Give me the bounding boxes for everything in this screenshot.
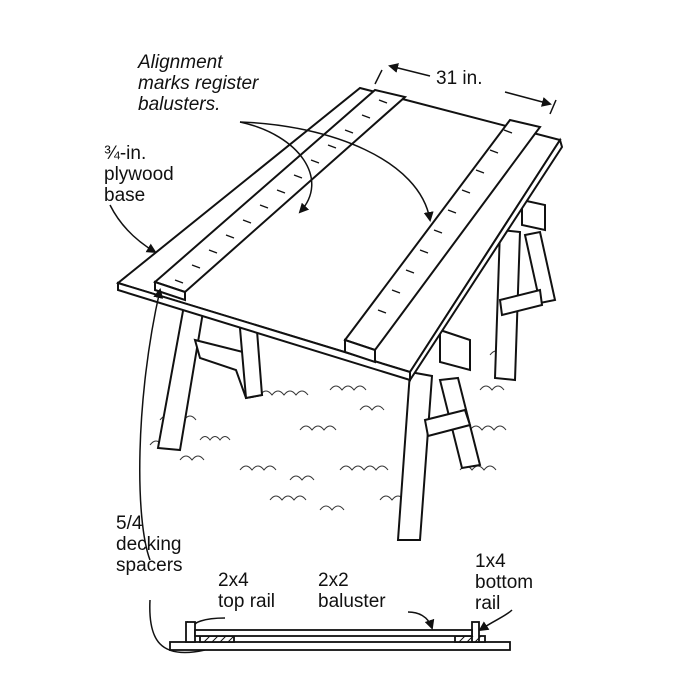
label-alignment-line-3: balusters. — [138, 94, 221, 115]
label-bottom-rail-line-3: rail — [475, 593, 501, 614]
label-spacers-line-1: 5/4 — [116, 513, 143, 534]
label-plywood-line-3: base — [104, 185, 146, 206]
spacer-hatching — [203, 635, 482, 643]
label-bottom-rail: 1x4 bottom rail — [475, 551, 533, 614]
label-plywood-line-2: plywood — [104, 164, 174, 185]
label-alignment-marks: Alignment marks register balusters. — [138, 52, 258, 115]
label-top-rail-line-2: top rail — [218, 591, 276, 612]
label-bottom-rail-line-2: bottom — [475, 572, 534, 593]
label-baluster-line-2: baluster — [318, 591, 386, 612]
plywood-base — [115, 86, 564, 384]
label-baluster: 2x2 baluster — [318, 570, 386, 612]
label-spacers-line-2: decking — [116, 534, 182, 555]
alignment-marks-left — [174, 99, 388, 284]
label-width-dimension: 31 in. — [436, 68, 483, 89]
label-plywood-line-1: ¾-in. — [104, 143, 147, 164]
label-bottom-rail-line-1: 1x4 — [475, 551, 506, 572]
label-baluster-line-1: 2x2 — [318, 570, 349, 591]
label-plywood-base: ¾-in. plywood base — [104, 143, 174, 206]
label-top-rail-line-1: 2x4 — [218, 570, 249, 591]
sawhorse-back — [493, 198, 557, 382]
label-alignment-line-2: marks register — [138, 73, 259, 94]
right-rail — [343, 118, 542, 364]
label-alignment-line-1: Alignment — [138, 52, 223, 73]
section-detail — [169, 621, 511, 651]
alignment-marks-right — [377, 129, 513, 314]
leader-lines — [109, 121, 513, 654]
label-spacers-line-3: spacers — [116, 555, 183, 576]
label-top-rail: 2x4 top rail — [218, 570, 275, 612]
label-decking-spacers: 5/4 decking spacers — [116, 513, 183, 576]
width-dimension — [374, 63, 557, 115]
